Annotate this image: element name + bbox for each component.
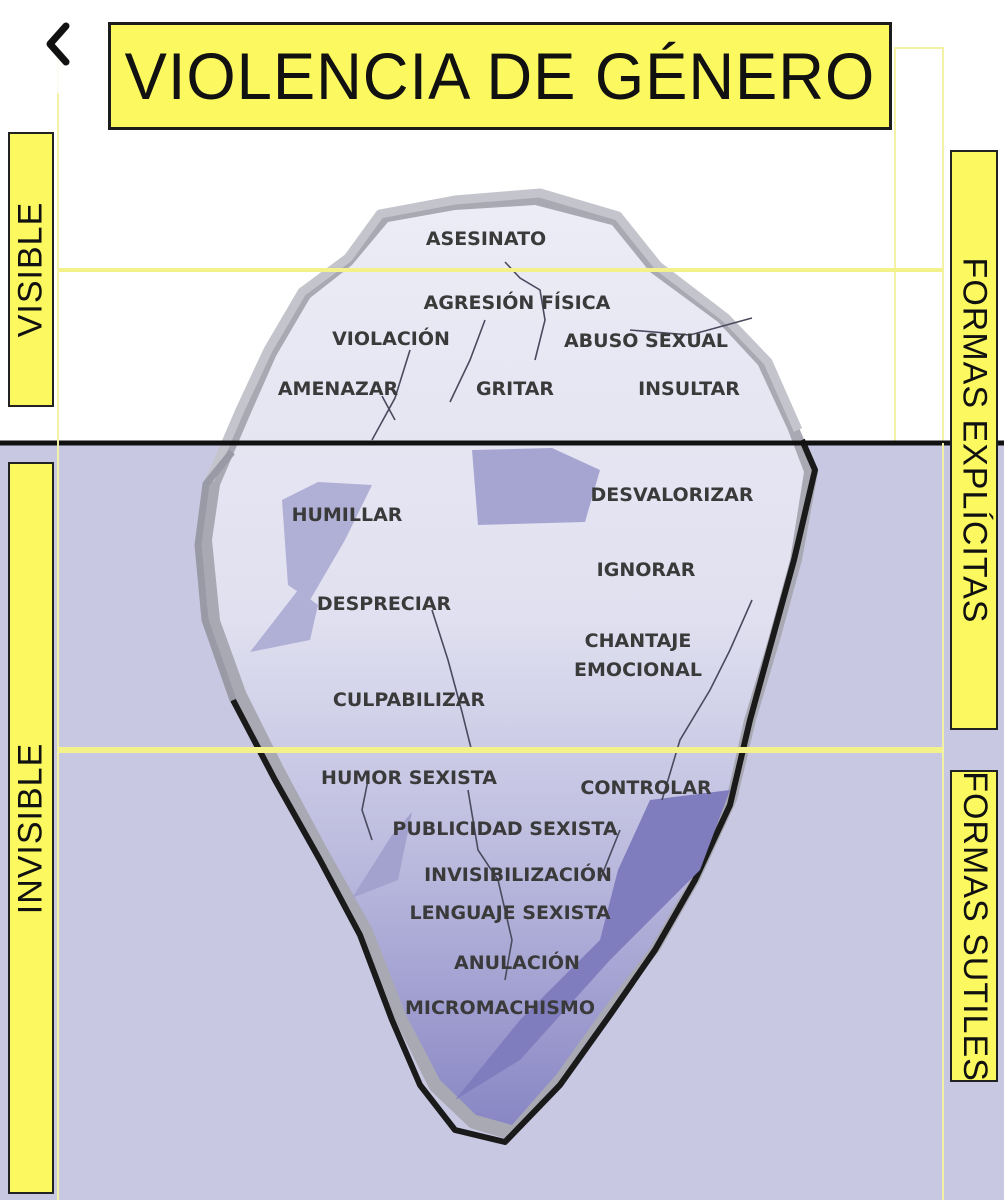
page-title: VIOLENCIA DE GÉNERO [124,39,876,113]
label-humor-sexista: HUMOR SEXISTA [321,767,497,789]
label-despreciar: DESPRECIAR [316,593,452,615]
facet-5 [455,790,730,1100]
back-button[interactable] [40,20,120,100]
label-insultar: INSULTAR [638,378,740,400]
visible-label-box: VISIBLE [8,132,54,407]
upper-right-frame [894,47,944,444]
iceberg-outline [230,438,818,1145]
label-emocional: EMOCIONAL [574,659,702,681]
label-amenazar: AMENAZAR [277,378,399,400]
label-culpabilizar: CULPABILIZAR [332,689,486,711]
facet-1 [472,448,600,525]
facet-2 [282,482,372,600]
label-publicidad-sexista: PUBLICIDAD SEXISTA [392,818,618,840]
explicit-forms-label-box: FORMAS EXPLÍCITAS [950,150,998,730]
label-asesinato: ASESINATO [425,228,547,250]
explicit-forms-label: FORMAS EXPLÍCITAS [955,257,994,623]
subtle-forms-label: FORMAS SUTILES [955,770,994,1082]
visible-label: VISIBLE [11,201,50,338]
label-invisibilizacion: INVISIBILIZACIÓN [424,864,612,886]
label-chantaje: CHANTAJE [584,630,692,652]
label-violacion: VIOLACIÓN [332,328,450,350]
iceberg-left-edge [194,449,237,702]
label-humillar: HUMILLAR [291,504,403,526]
label-gritar: GRITAR [475,378,555,400]
label-ignorar: IGNORAR [596,559,696,581]
label-desvalorizar: DESVALORIZAR [590,484,754,506]
label-micromachismo: MICROMACHISMO [405,997,595,1019]
label-agresion-fisica: AGRESIÓN FÍSICA [423,292,611,314]
invisible-label-box: INVISIBLE [8,462,54,1194]
label-lenguaje-sexista: LENGUAJE SEXISTA [409,902,611,924]
label-abuso-sexual: ABUSO SEXUAL [563,330,729,352]
subtle-forms-label-box: FORMAS SUTILES [950,770,998,1082]
crack-lines [361,261,753,981]
facet-3 [250,590,318,652]
iceberg-upper-edge [205,188,803,482]
facet-4 [352,812,412,898]
label-anulacion: ANULACIÓN [454,952,580,974]
title-box: VIOLENCIA DE GÉNERO [108,22,892,130]
invisible-label: INVISIBLE [11,742,50,914]
label-controlar: CONTROLAR [580,777,712,799]
